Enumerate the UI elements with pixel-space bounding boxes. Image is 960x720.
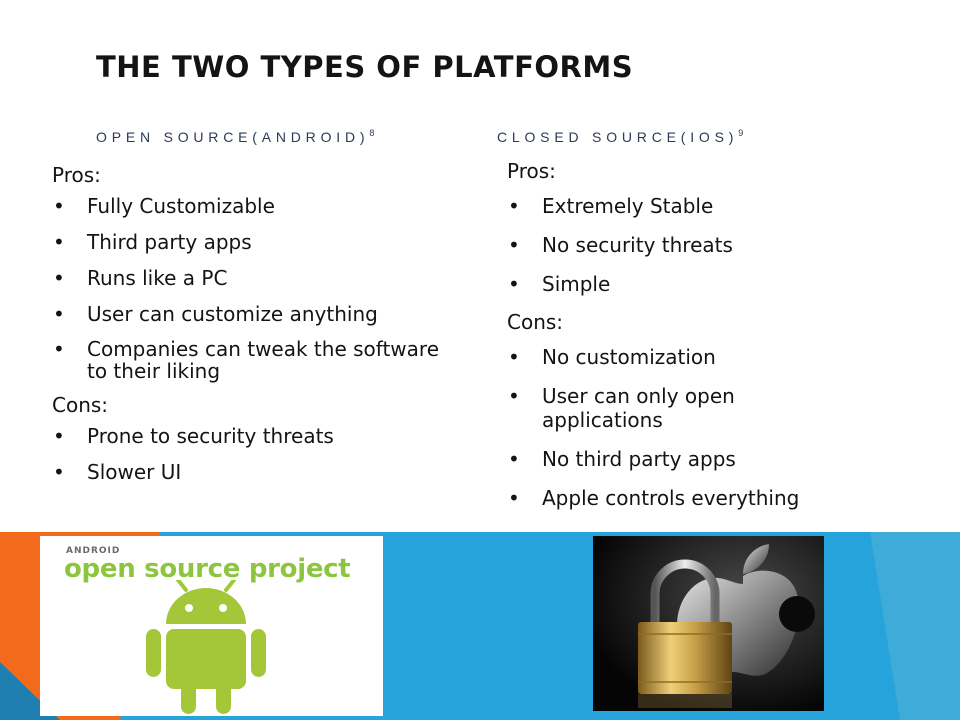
list-item: •Fully Customizable: [53, 194, 275, 218]
list-item: •Prone to security threats: [53, 424, 334, 448]
pros-label: Pros:: [507, 159, 556, 183]
slide-title: The Two Types of Platforms: [96, 50, 634, 84]
pros-list: •Fully Customizable •Third party apps •R…: [52, 194, 452, 382]
android-column: Pros: •Fully Customizable •Third party a…: [52, 162, 452, 496]
cons-list: •Prone to security threats •Slower UI: [52, 424, 452, 484]
left-column-heading: Open Source(Android)8: [96, 128, 375, 145]
list-item: •Companies can tweak the software to the…: [53, 337, 440, 383]
list-item: •User can customize anything: [53, 302, 378, 326]
list-item: •Apple controls everything: [508, 486, 800, 510]
android-open-source-image: android open source project: [40, 536, 383, 716]
pros-list: •Extremely Stable •No security threats •…: [507, 194, 907, 296]
list-item: •No customization: [508, 345, 716, 369]
list-item: •No third party apps: [508, 447, 736, 471]
list-item: •Third party apps: [53, 230, 252, 254]
list-item: •No security threats: [508, 233, 733, 257]
ios-padlock-apple-image: [593, 536, 824, 711]
list-item: •Slower UI: [53, 460, 182, 484]
cons-list: •No customization •User can only open ap…: [507, 345, 907, 510]
list-item: •Extremely Stable: [508, 194, 714, 218]
list-item: •User can only open applications: [508, 384, 735, 432]
open-source-project-text: open source project: [64, 554, 351, 584]
list-item: •Runs like a PC: [53, 266, 228, 290]
pros-label: Pros:: [52, 163, 101, 187]
android-robot-icon: [146, 580, 266, 714]
list-item: •Simple: [508, 272, 611, 296]
android-wordmark: android: [66, 546, 121, 556]
padlock-apple-icon: [593, 536, 824, 711]
cons-label: Cons:: [507, 310, 564, 334]
ios-column: Pros: •Extremely Stable •No security thr…: [507, 158, 907, 525]
cons-label: Cons:: [52, 393, 109, 417]
right-column-heading: Closed Source(IOS)9: [497, 128, 744, 145]
